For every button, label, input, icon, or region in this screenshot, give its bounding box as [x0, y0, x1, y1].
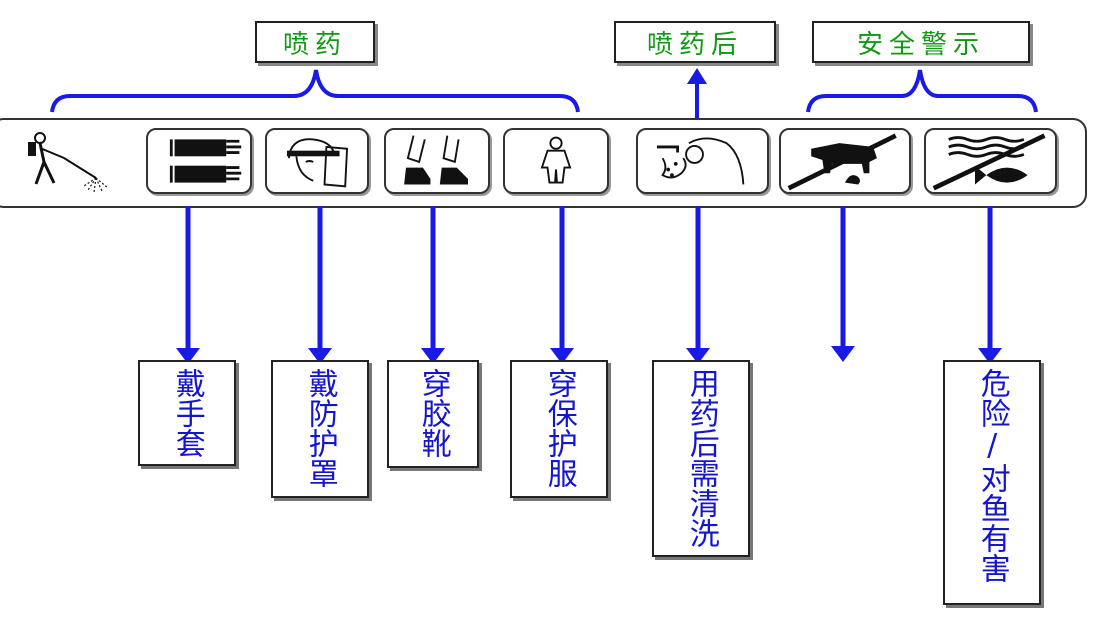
- after-spraying-label: 喷药后: [614, 21, 776, 63]
- face-shield-icon: [286, 138, 349, 188]
- person-spraying-icon: [18, 128, 130, 194]
- boots-icon-box: [384, 128, 490, 194]
- boots-icon: [404, 135, 468, 185]
- washing-icon-box: [636, 128, 769, 194]
- no-livestock-icon: [787, 133, 897, 191]
- wear-face-shield-label: 戴防护罩: [271, 360, 369, 498]
- wear-suit-label: 穿保护服: [510, 360, 608, 498]
- wear-gloves-label: 戴手套: [138, 360, 236, 466]
- washing-icon: [656, 137, 745, 185]
- face-shield-icon-box: [265, 128, 369, 194]
- safety-warning-label: 安全警示: [812, 21, 1030, 63]
- protective-suit-icon: [540, 136, 572, 184]
- spraying-label: 喷药: [255, 21, 375, 63]
- fish-danger-label: 危险/对鱼有害: [943, 360, 1041, 605]
- gloves-icon-box: [146, 128, 252, 194]
- wash-after-label: 用药后需清洗: [652, 360, 750, 557]
- no-fish-icon-box: [924, 128, 1057, 194]
- no-fish-icon: [932, 133, 1046, 191]
- gloves-icon: [169, 137, 242, 185]
- no-livestock-icon-box: [779, 128, 911, 194]
- protective-suit-icon-box: [503, 128, 609, 194]
- wear-boots-label: 穿胶靴: [387, 360, 479, 468]
